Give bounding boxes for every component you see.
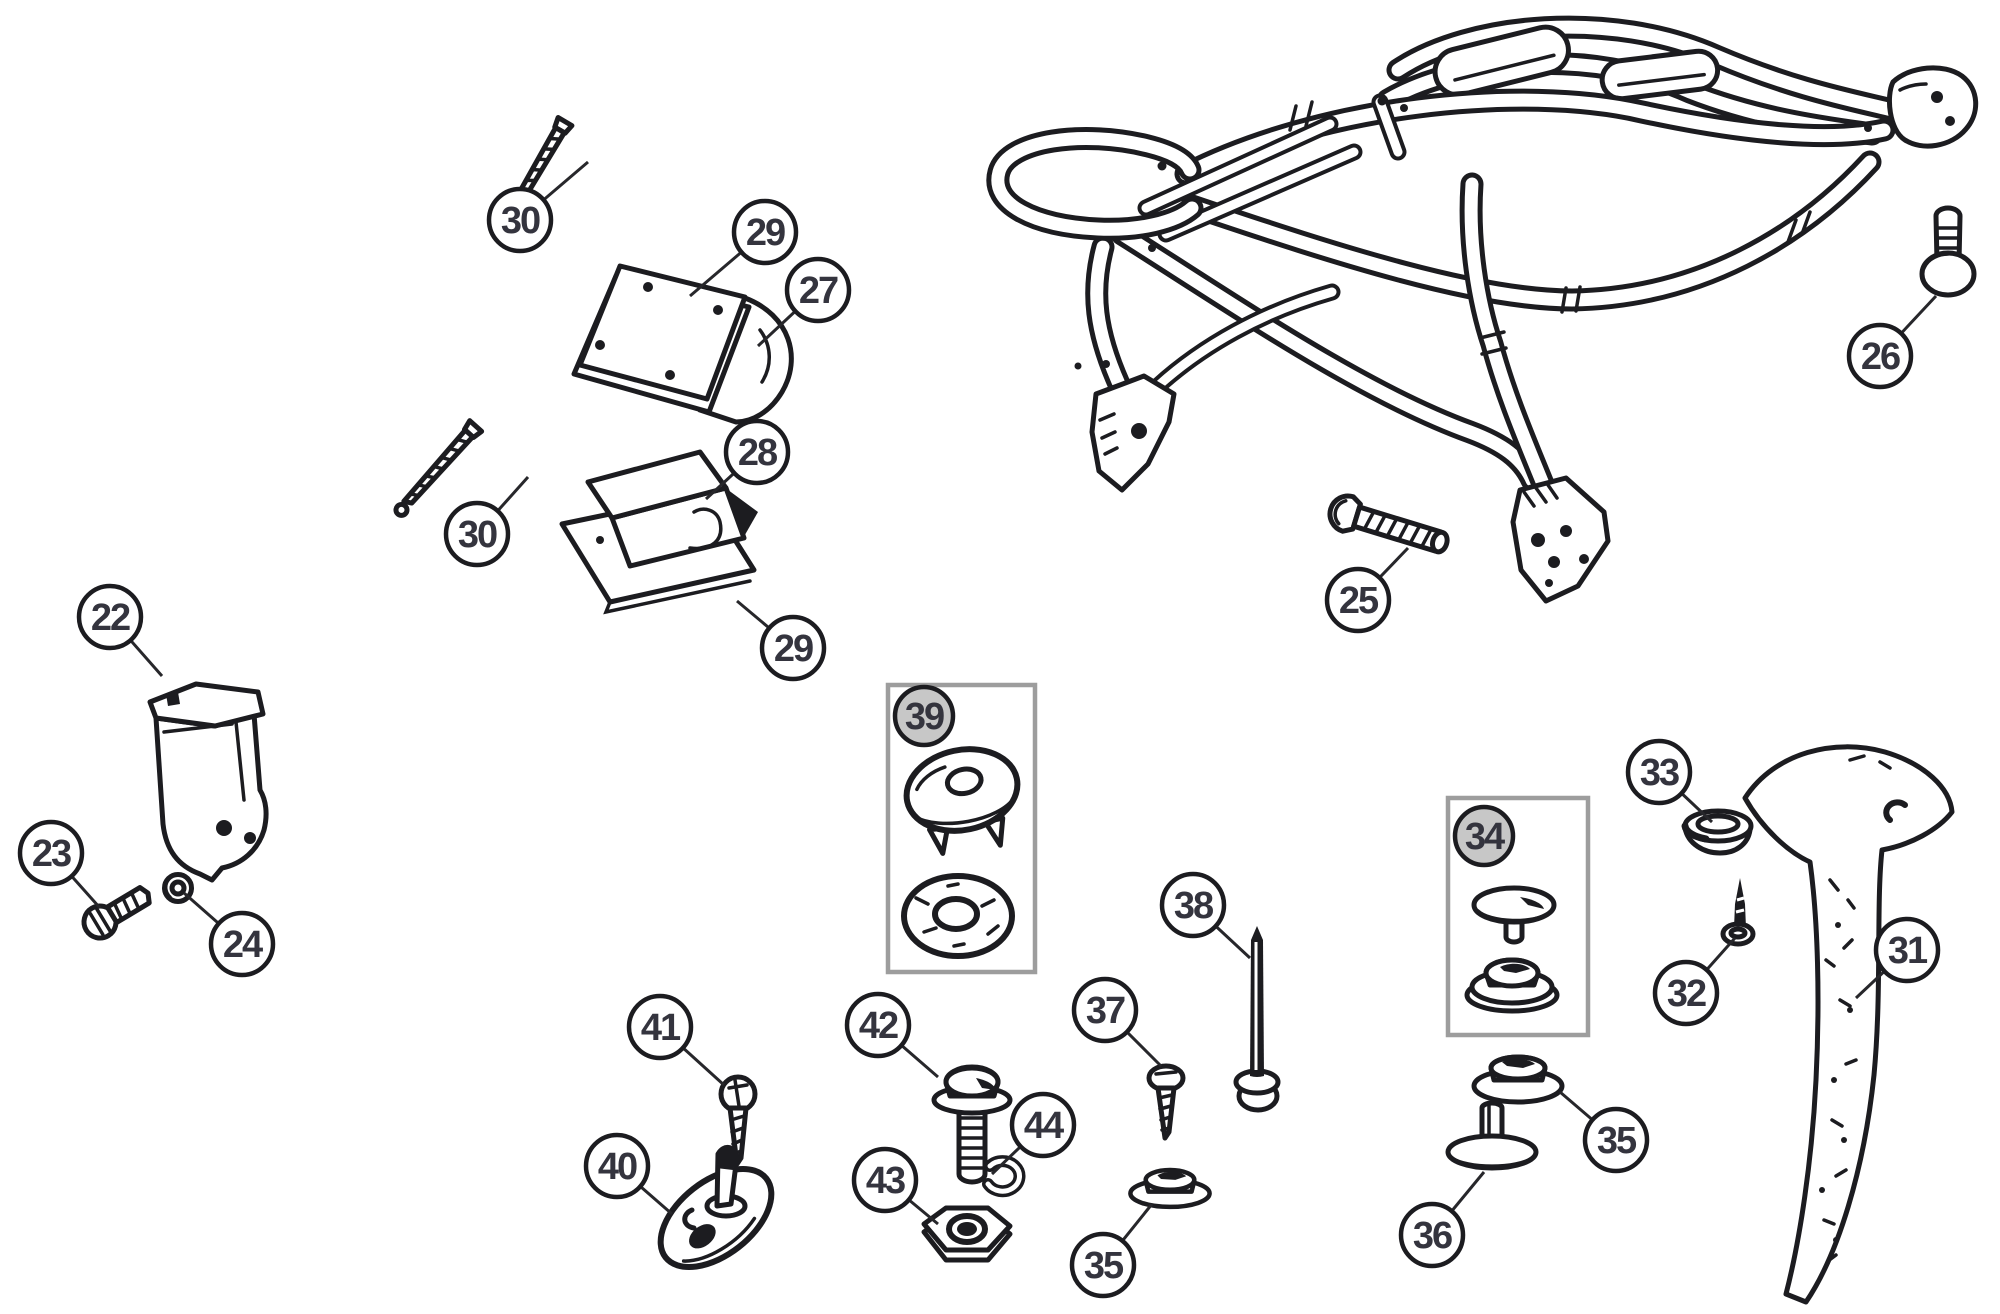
hood-frame-illustration xyxy=(986,15,1979,604)
bracket-22 xyxy=(147,681,269,883)
tack-32 xyxy=(1720,878,1756,947)
callout-41: 41 xyxy=(626,993,726,1087)
callout-37: 37 xyxy=(1071,976,1163,1068)
svg-text:40: 40 xyxy=(598,1146,637,1188)
callout-38: 38 xyxy=(1159,871,1252,960)
svg-text:33: 33 xyxy=(1640,752,1679,794)
long-screw-30-bottom xyxy=(393,418,485,518)
right-leg-plate xyxy=(1510,475,1611,604)
highlight-box-39 xyxy=(885,682,1038,975)
callout-28: 28 xyxy=(704,418,791,501)
svg-text:29: 29 xyxy=(774,628,813,670)
callout-40: 40 xyxy=(583,1132,673,1216)
svg-text:24: 24 xyxy=(223,924,263,966)
cup-grommet-33 xyxy=(1681,808,1754,856)
pillar-pin-38 xyxy=(1233,926,1281,1113)
anchor-plate-28 xyxy=(585,449,758,569)
turn-button-plate-40 xyxy=(657,1145,775,1271)
svg-text:38: 38 xyxy=(1174,885,1213,927)
svg-text:42: 42 xyxy=(859,1005,898,1047)
callout-22: 22 xyxy=(76,583,164,677)
square-plate-29-top xyxy=(577,263,748,402)
button-34 xyxy=(1471,885,1557,945)
screw-37 xyxy=(1146,1063,1186,1141)
callout-34: 34 xyxy=(1452,804,1516,868)
callout-35-bottom: 35 xyxy=(1069,1203,1154,1299)
svg-text:36: 36 xyxy=(1413,1215,1452,1257)
svg-text:44: 44 xyxy=(1024,1105,1064,1147)
spring-clip-44 xyxy=(982,1155,1026,1198)
callout-26: 26 xyxy=(1846,294,1938,390)
svg-text:32: 32 xyxy=(1667,973,1706,1015)
svg-text:23: 23 xyxy=(32,833,71,875)
callout-27: 27 xyxy=(756,256,852,348)
callout-39: 39 xyxy=(892,684,956,748)
callout-44: 44 xyxy=(990,1091,1077,1176)
snap-socket-35-bottom xyxy=(1128,1167,1212,1210)
svg-text:43: 43 xyxy=(866,1160,905,1202)
svg-text:34: 34 xyxy=(1465,816,1505,858)
svg-text:25: 25 xyxy=(1339,580,1379,622)
callout-35-right: 35 xyxy=(1559,1090,1650,1174)
washer-39 xyxy=(901,873,1015,959)
svg-text:28: 28 xyxy=(738,432,777,474)
svg-text:22: 22 xyxy=(91,597,130,639)
hook-end-plate xyxy=(1886,65,1979,149)
callout-30-top: 30 xyxy=(486,160,589,254)
header-pad-2 xyxy=(1599,48,1721,102)
callout-33: 33 xyxy=(1625,738,1714,824)
bolt-26 xyxy=(1919,205,1977,298)
svg-text:35: 35 xyxy=(1084,1245,1124,1287)
callout-29-top: 29 xyxy=(689,198,799,298)
svg-text:29: 29 xyxy=(746,212,785,254)
callout-25: 25 xyxy=(1324,546,1410,634)
callout-24: 24 xyxy=(183,891,276,978)
svg-text:31: 31 xyxy=(1888,930,1928,972)
curved-stay-31 xyxy=(1742,744,1955,1305)
callout-29-bottom: 29 xyxy=(736,599,827,682)
socket-34 xyxy=(1464,957,1560,1014)
callout-36: 36 xyxy=(1398,1171,1486,1269)
callout-32: 32 xyxy=(1652,937,1737,1027)
lift-dot-stud-42 xyxy=(931,1064,1013,1185)
svg-text:39: 39 xyxy=(905,696,944,738)
callouts: 30 29 27 28 30 29 22 23 xyxy=(17,160,1941,1299)
callout-31: 31 xyxy=(1854,916,1941,1000)
snap-socket-35-right xyxy=(1471,1054,1565,1105)
svg-text:37: 37 xyxy=(1086,990,1125,1032)
svg-text:30: 30 xyxy=(458,514,497,556)
hex-nut-43 xyxy=(921,1205,1013,1263)
svg-text:30: 30 xyxy=(501,200,540,242)
svg-text:41: 41 xyxy=(641,1007,681,1049)
svg-text:26: 26 xyxy=(1861,336,1900,378)
svg-text:27: 27 xyxy=(799,270,838,312)
highlight-box-34 xyxy=(1445,795,1591,1038)
callout-43: 43 xyxy=(851,1146,939,1226)
header-pad xyxy=(1432,24,1571,98)
callout-42: 42 xyxy=(844,991,939,1079)
callout-30-bottom: 30 xyxy=(443,475,530,568)
pronged-eyelet-39 xyxy=(903,746,1021,856)
snap-stud-36 xyxy=(1445,1100,1539,1171)
callout-23: 23 xyxy=(17,819,102,909)
bolt-25 xyxy=(1327,493,1450,555)
screw-41 xyxy=(718,1074,758,1167)
screw-23 xyxy=(81,885,152,941)
svg-text:35: 35 xyxy=(1597,1120,1637,1162)
